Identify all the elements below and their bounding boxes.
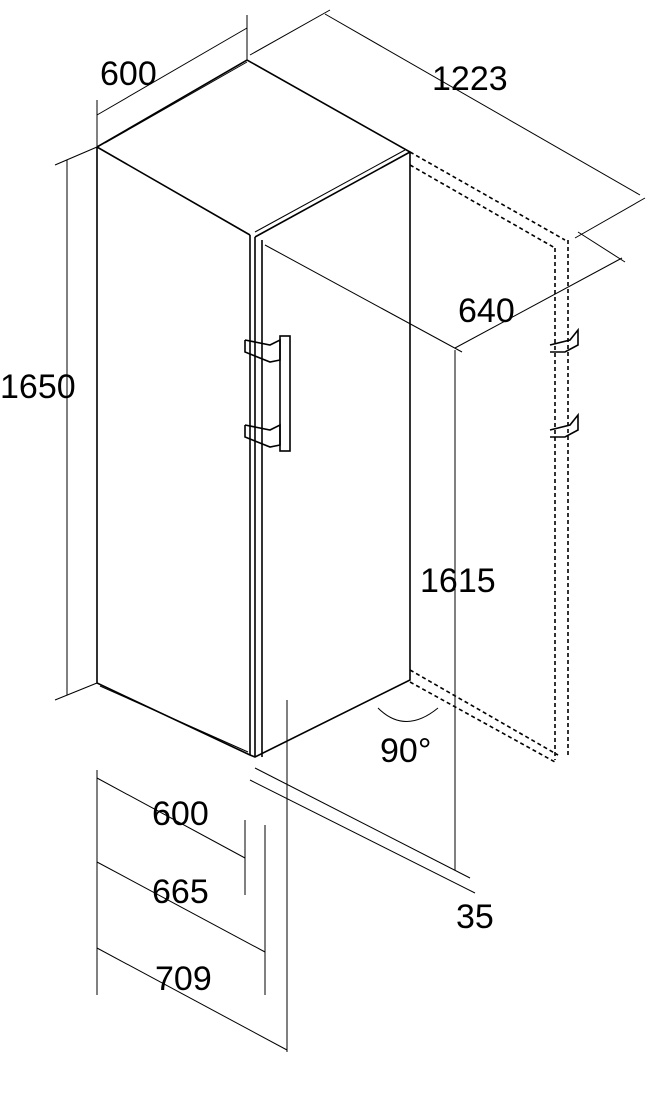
label-height: 1650 [0, 368, 76, 406]
label-depth-body: 600 [152, 795, 209, 833]
label-door-open-depth: 640 [458, 292, 515, 330]
open-door-outline [409, 151, 579, 763]
label-depth-with-handle: 709 [155, 960, 212, 998]
label-door-height: 1615 [420, 562, 496, 600]
label-door-clearance: 35 [456, 898, 494, 936]
label-depth-with-door: 665 [152, 873, 209, 911]
label-door-angle: 90° [380, 732, 431, 770]
door-handle [244, 335, 291, 452]
label-overall-depth-open: 1223 [432, 60, 508, 98]
dimension-lines [54, 9, 646, 1052]
cabinet-body [96, 59, 411, 758]
label-top-width: 600 [100, 55, 157, 93]
